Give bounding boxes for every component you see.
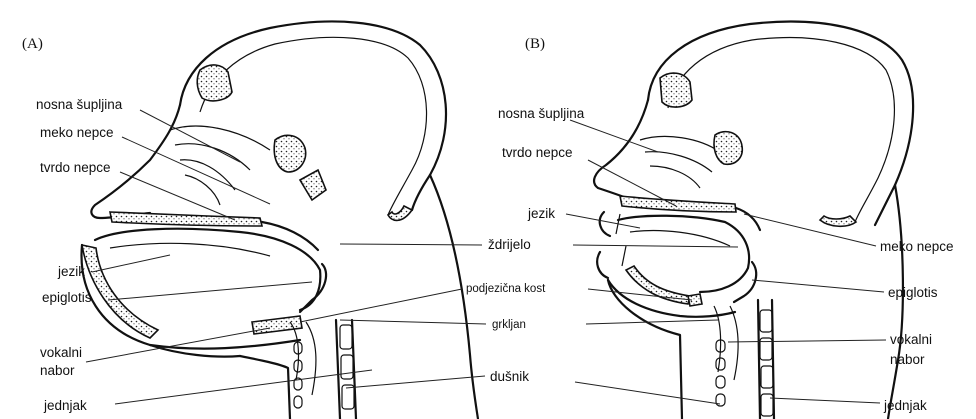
label-a-nasal-cavity: nosna šupljina xyxy=(36,97,122,113)
label-b-soft-palate: meko nepce xyxy=(880,239,954,255)
label-b-vocal-fold-1: vokalni xyxy=(890,332,932,348)
label-a-tongue: jezik xyxy=(58,264,85,280)
label-b-nasal-cavity: nosna šupljina xyxy=(498,106,584,122)
label-b-vocal-fold-2: nabor xyxy=(890,352,925,368)
label-a-epiglottis: epiglotis xyxy=(42,290,92,306)
head-a-drawing xyxy=(82,21,478,419)
label-a-soft-palate: meko nepce xyxy=(40,125,114,141)
label-larynx: grkljan xyxy=(492,317,526,333)
label-a-hard-palate: tvrdo nepce xyxy=(40,160,111,176)
label-a-vocal-fold-1: vokalni xyxy=(40,345,82,361)
panel-a-label: (A) xyxy=(22,36,43,53)
label-b-hard-palate: tvrdo nepce xyxy=(502,145,573,161)
label-b-esophagus: jednjak xyxy=(884,398,927,414)
label-a-vocal-fold-2: nabor xyxy=(40,363,75,379)
label-pharynx: ždrijelo xyxy=(488,237,531,253)
label-b-epiglottis: epiglotis xyxy=(888,285,938,301)
label-b-tongue: jezik xyxy=(528,206,555,222)
label-trachea: dušnik xyxy=(490,369,529,385)
head-b-drawing xyxy=(594,22,913,419)
label-a-esophagus: jednjak xyxy=(44,398,87,414)
panel-b-label: (B) xyxy=(525,36,545,53)
label-hyoid-bone: podjezična kost xyxy=(466,281,545,297)
